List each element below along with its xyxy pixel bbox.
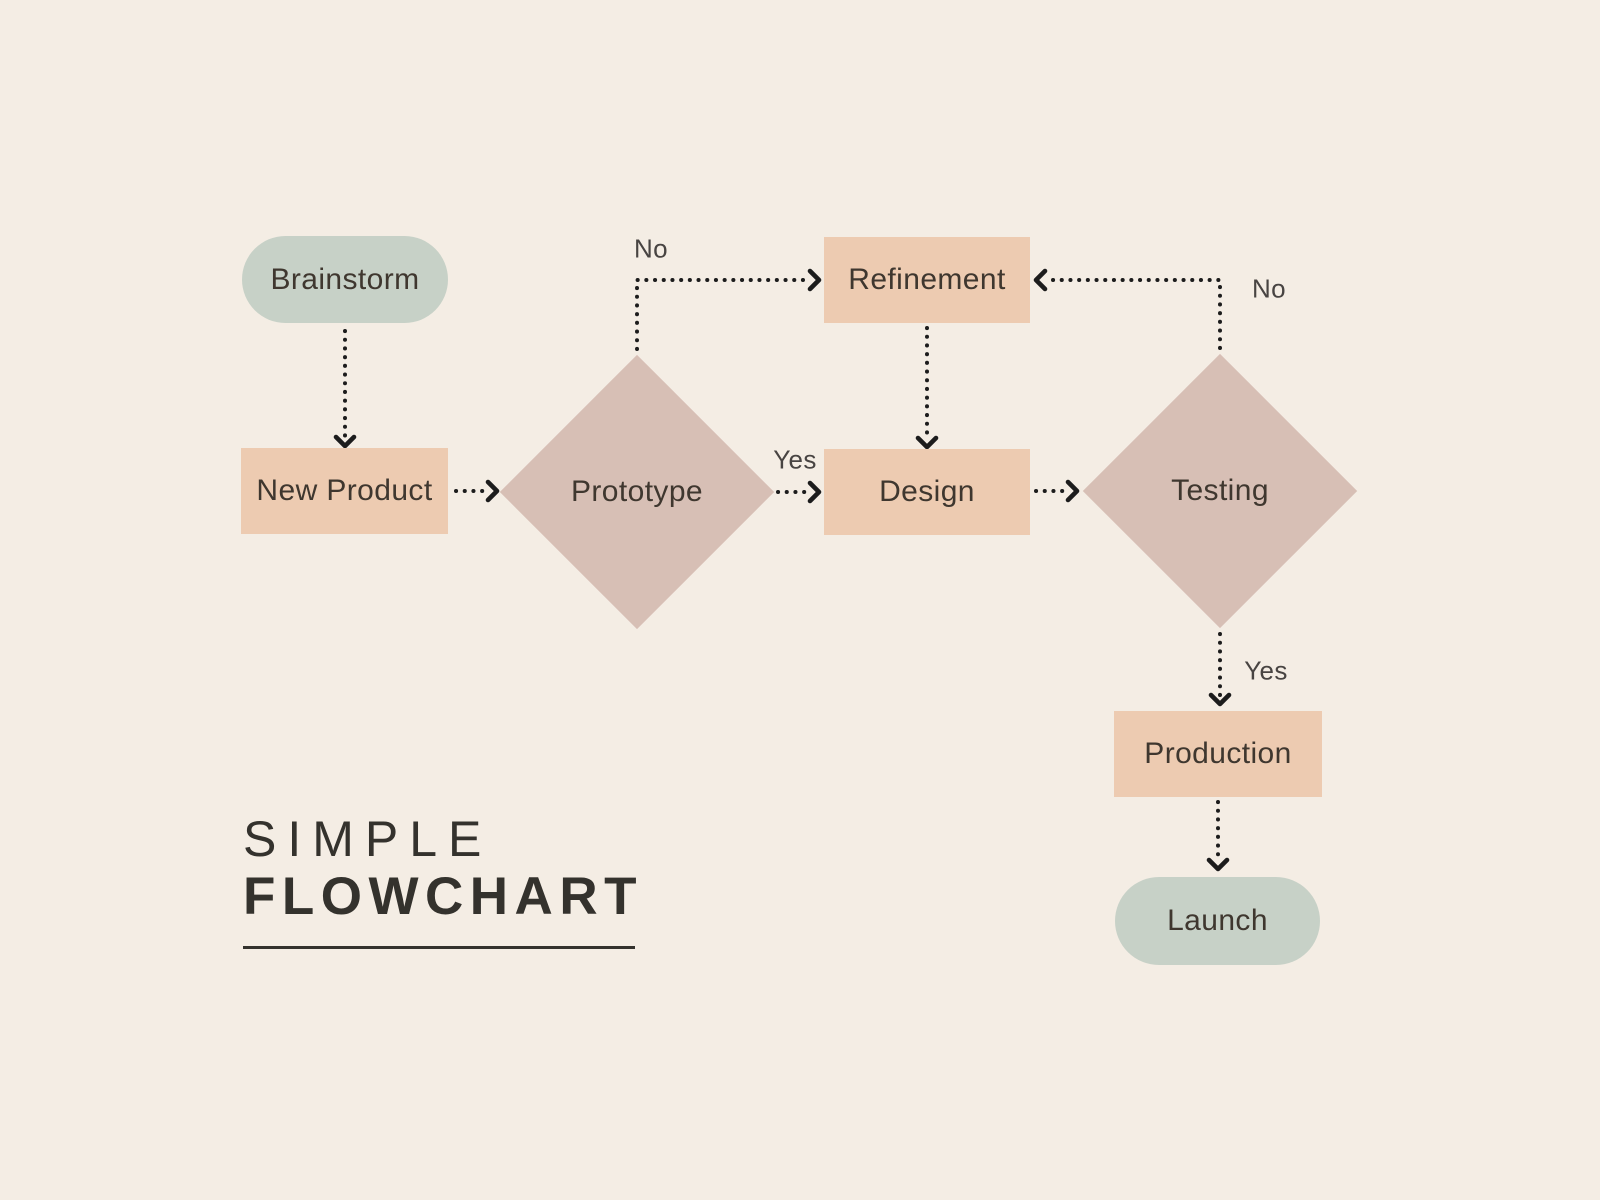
edge-label-testing-yes: Yes [1244,655,1288,686]
title-line-simple: SIMPLE [243,811,493,867]
node-design-label: Design [879,475,975,508]
node-new-product-label: New Product [256,474,433,507]
connector-refinement-to-design [915,326,939,450]
connector-prototype-no-to-refinement [635,268,822,351]
connector-testing-yes-to-production [1208,632,1232,707]
connector-new-product-to-prototype [454,479,500,503]
edge-label-prototype-yes: Yes [773,444,817,475]
title-block: SIMPLE FLOWCHART [243,811,643,950]
title-underline [243,946,635,950]
node-refinement-label: Refinement [848,263,1006,296]
node-design: Design [824,449,1030,535]
connector-testing-no-to-refinement [1033,268,1222,350]
connector-brainstorm-to-new-product [333,329,357,449]
edge-label-prototype-no: No [633,233,669,264]
node-production-label: Production [1144,737,1292,770]
node-testing-label: Testing [1171,474,1269,507]
connector-design-to-testing [1034,479,1080,503]
node-launch-label: Launch [1167,904,1268,937]
title-line-flowchart: FLOWCHART [243,867,643,926]
node-new-product: New Product [241,448,448,534]
node-refinement: Refinement [824,237,1030,323]
connector-production-to-launch [1206,800,1230,872]
edge-label-testing-no: No [1251,273,1287,304]
node-brainstorm-label: Brainstorm [270,262,420,296]
node-prototype-label: Prototype [570,475,703,508]
node-launch: Launch [1115,877,1320,965]
node-brainstorm: Brainstorm [242,236,448,323]
connector-prototype-yes-to-design [776,480,822,504]
node-production: Production [1114,711,1322,797]
